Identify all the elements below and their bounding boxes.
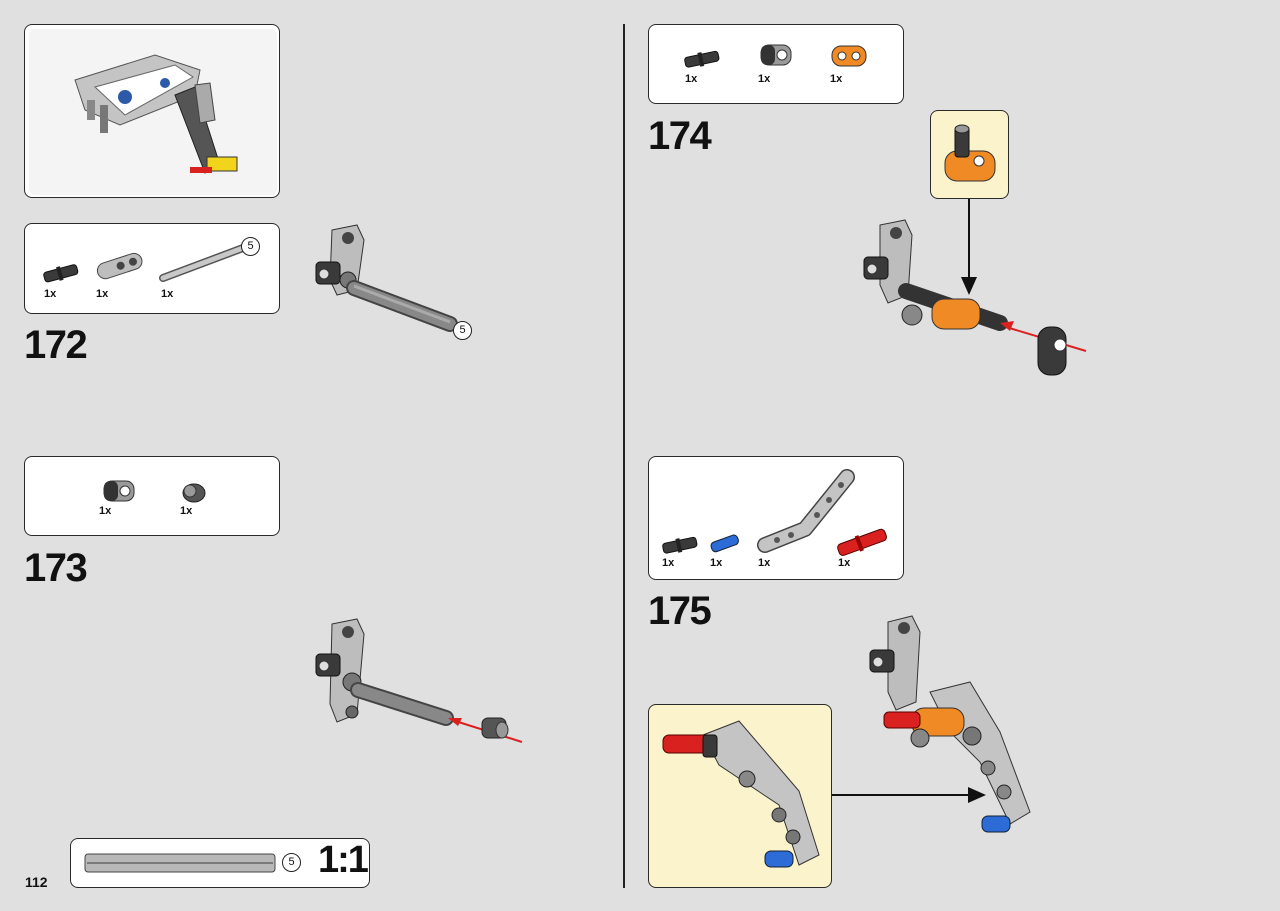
- axle-length-label-model: 5: [453, 321, 472, 340]
- part-quantity: 1x: [44, 288, 57, 300]
- part-quantity: 1x: [838, 557, 851, 569]
- step-175-model-image: [869, 615, 1031, 833]
- step-number: 172: [24, 323, 88, 367]
- part-quantity: 1x: [161, 288, 174, 300]
- scale-axle-image: [84, 853, 276, 873]
- scale-ruler-panel: [70, 838, 370, 888]
- angled-beam-icon: [757, 469, 855, 553]
- cross-block-icon: [760, 44, 792, 66]
- bush-part-icon: [182, 483, 206, 503]
- step-172-model-image: [315, 224, 458, 332]
- part-quantity: 1x: [710, 557, 723, 569]
- step-number: 175: [648, 589, 712, 633]
- beam-part-icon: [96, 252, 143, 280]
- step-173-model-image: [315, 618, 523, 743]
- scale-ratio-label: 1:1: [318, 839, 369, 881]
- connector-pin-icon: [684, 50, 720, 68]
- connector-pin-icon: [662, 536, 698, 554]
- subassembly-image: [662, 720, 820, 868]
- step-175-parts-panel: 1x 1x 1x 1x: [648, 456, 904, 580]
- part-quantity: 1x: [662, 557, 675, 569]
- part-quantity: 1x: [758, 73, 771, 85]
- step-173-parts-panel: 1x 1x: [24, 456, 280, 536]
- orange-beam-icon: [831, 45, 867, 67]
- scale-length-label: 5: [282, 853, 301, 872]
- callout-arrow: [832, 787, 986, 803]
- page-number: 112: [25, 874, 48, 890]
- red-axle-pin-icon: [837, 528, 887, 556]
- subassembly-image: [944, 124, 996, 182]
- part-quantity: 1x: [96, 288, 109, 300]
- cross-block-icon: [103, 480, 135, 502]
- blue-pin-icon: [710, 534, 739, 553]
- axle-length-label: 5: [241, 237, 260, 256]
- step-number: 174: [648, 114, 712, 158]
- step-174-model-image: [863, 199, 1087, 376]
- preview-panel: [24, 24, 280, 198]
- part-quantity: 1x: [180, 505, 193, 517]
- part-quantity: 1x: [830, 73, 843, 85]
- axle-part-icon: [159, 244, 247, 282]
- assembly-preview-image: [29, 29, 277, 195]
- step-175-callout: [648, 704, 832, 888]
- page-divider: [623, 24, 625, 888]
- step-174-parts-panel: 1x 1x 1x: [648, 24, 904, 104]
- connector-pin-icon: [43, 264, 79, 283]
- part-quantity: 1x: [99, 505, 112, 517]
- step-174-callout: [930, 110, 1009, 199]
- step-172-parts-panel: 1x 1x 1x 5: [24, 223, 280, 314]
- part-quantity: 1x: [685, 73, 698, 85]
- step-number: 173: [24, 546, 88, 590]
- part-quantity: 1x: [758, 557, 771, 569]
